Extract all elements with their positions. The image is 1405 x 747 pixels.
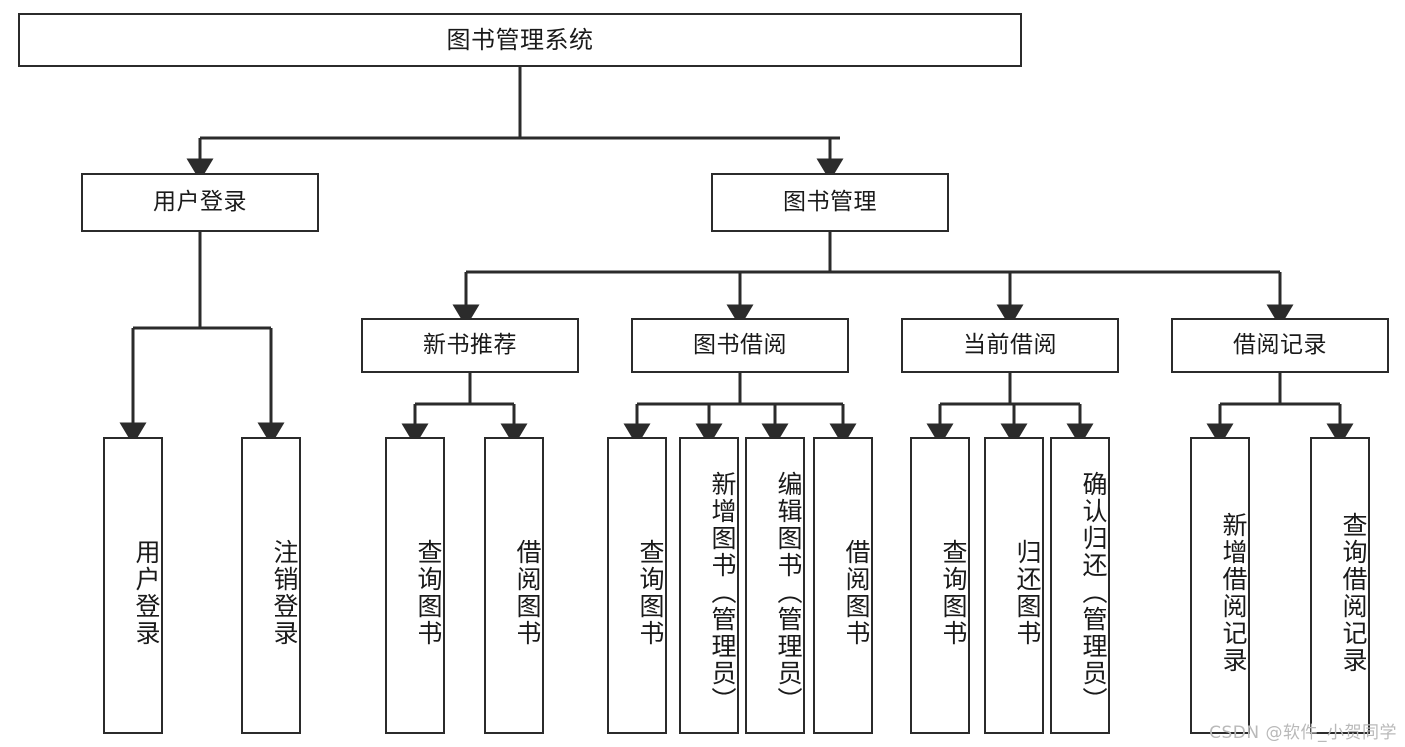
node-current-borrow[interactable]: 当前借阅 [901,318,1119,373]
node-book-borrow[interactable]: 图书借阅 [631,318,849,373]
node-user-login-label: 用户登录 [153,188,247,215]
node-new-book-recommend-label: 新书推荐 [423,331,517,358]
node-book-borrow-label: 图书借阅 [693,331,787,358]
leaf-user-login[interactable]: 用户登录 [103,437,163,734]
leaf-query-book-2-label: 查询图书 [636,538,665,647]
leaf-query-book-3-label: 查询图书 [939,538,968,647]
leaf-query-book-1[interactable]: 查询图书 [385,437,445,734]
node-book-manage-label: 图书管理 [783,188,877,215]
leaf-query-book-2[interactable]: 查询图书 [607,437,667,734]
leaf-add-record[interactable]: 新增借阅记录 [1190,437,1250,734]
leaf-borrow-book-1-label: 借阅图书 [513,538,542,647]
node-root-label: 图书管理系统 [446,25,594,54]
leaf-add-book[interactable]: 新增图书（管理员） [679,437,739,734]
leaf-return-book-label: 归还图书 [1013,538,1042,647]
node-new-book-recommend[interactable]: 新书推荐 [361,318,579,373]
leaf-edit-book-label: 编辑图书（管理员） [774,471,803,714]
edge-group-book-borrow [623,373,857,446]
node-book-manage[interactable]: 图书管理 [711,173,949,232]
leaf-logout-label: 注销登录 [270,538,299,647]
leaf-confirm-return-label: 确认归还（管理员） [1079,471,1108,714]
leaf-logout[interactable]: 注销登录 [241,437,301,734]
edge-group-user-login [119,232,285,445]
leaf-query-record-label: 查询借阅记录 [1339,511,1368,674]
leaf-confirm-return[interactable]: 确认归还（管理员） [1050,437,1110,734]
edge-group-book-manage [452,232,1294,327]
leaf-query-book-3[interactable]: 查询图书 [910,437,970,734]
csdn-watermark: CSDN @软件_小贺同学 [1209,723,1397,743]
leaf-return-book[interactable]: 归还图书 [984,437,1044,734]
edge-group-root [186,67,844,181]
leaf-user-login-label: 用户登录 [132,538,161,647]
node-borrow-record[interactable]: 借阅记录 [1171,318,1389,373]
leaf-borrow-book-2[interactable]: 借阅图书 [813,437,873,734]
edge-group-current-borrow [926,373,1094,446]
leaf-borrow-book-2-label: 借阅图书 [842,538,871,647]
edge-group-borrow-record [1206,373,1354,446]
node-root[interactable]: 图书管理系统 [18,13,1022,67]
edge-group-new-book [401,373,528,446]
leaf-borrow-book-1[interactable]: 借阅图书 [484,437,544,734]
leaf-add-book-label: 新增图书（管理员） [708,471,737,714]
node-user-login[interactable]: 用户登录 [81,173,319,232]
leaf-query-book-1-label: 查询图书 [414,538,443,647]
node-current-borrow-label: 当前借阅 [963,331,1057,358]
leaf-add-record-label: 新增借阅记录 [1219,511,1248,674]
leaf-query-record[interactable]: 查询借阅记录 [1310,437,1370,734]
leaf-edit-book[interactable]: 编辑图书（管理员） [745,437,805,734]
node-borrow-record-label: 借阅记录 [1233,331,1327,358]
